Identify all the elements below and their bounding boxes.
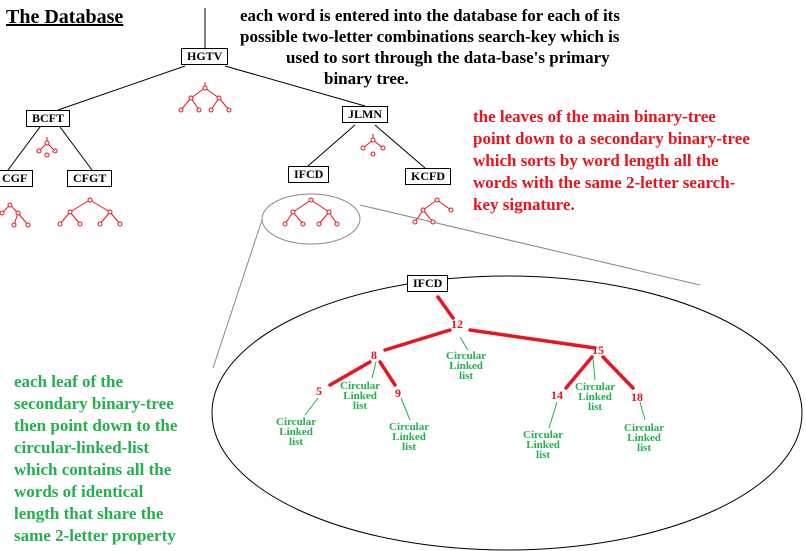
secondary-root-key: IFCD (407, 275, 449, 292)
node-left-right: CFGT (67, 170, 113, 187)
top-note-line-2: possible two-letter combinations search-… (240, 27, 620, 46)
length-right: 15 (592, 343, 604, 357)
length-left-right: 9 (395, 386, 401, 400)
length-left: 8 (371, 348, 377, 362)
green-note-line-7: length that share the (14, 504, 164, 523)
red-note-line-3: which sorts by word length all the (473, 151, 719, 170)
circular-list-left-right: Circular Linked list (389, 421, 430, 453)
node-right-left: IFCD (288, 166, 330, 183)
circular-list-right-right: Circular Linked list (624, 422, 665, 454)
top-note-line-3: used to sort through the data-base's pri… (286, 48, 610, 67)
circular-list-right: Circular Linked list (575, 381, 616, 413)
length-right-left: 14 (551, 388, 563, 402)
node-left: BCFT (26, 110, 71, 127)
node-left-left: CGF (0, 170, 34, 187)
circular-list-left: Circular Linked list (340, 380, 381, 412)
top-note-line-1: each word is entered into the database f… (240, 6, 620, 25)
length-right-right: 18 (631, 390, 643, 404)
red-note-line-1: the leaves of the main binary-tree (473, 107, 716, 126)
red-note-line-4: words with the same 2-letter search- (473, 173, 736, 192)
green-note-line-5: which contains all the (14, 460, 172, 479)
red-note-line-5: key signature. (473, 195, 575, 214)
green-note-line-3: then point down to the (14, 416, 178, 435)
node-root: HGTV (181, 48, 229, 65)
green-note-line-6: words of identical (14, 482, 144, 501)
green-note-line-4: circular-linked-list (14, 438, 150, 457)
green-note-line-8: same 2-letter property (14, 526, 176, 545)
length-root: 12 (451, 317, 463, 331)
node-right-right: KCFD (405, 168, 451, 185)
red-note-line-2: point down to a secondary binary-tree (473, 129, 750, 148)
circular-list-right-left: Circular Linked list (523, 429, 564, 461)
node-right: JLMN (342, 106, 388, 123)
circular-list-left-left: Circular Linked list (276, 416, 317, 448)
green-note-line-1: each leaf of the (14, 372, 124, 391)
top-note-line-4: binary tree. (324, 69, 409, 88)
page-title: The Database (6, 6, 124, 28)
length-left-left: 5 (316, 384, 322, 398)
circular-list-root: Circular Linked list (446, 350, 487, 382)
green-note-line-2: secondary binary-tree (14, 394, 174, 413)
